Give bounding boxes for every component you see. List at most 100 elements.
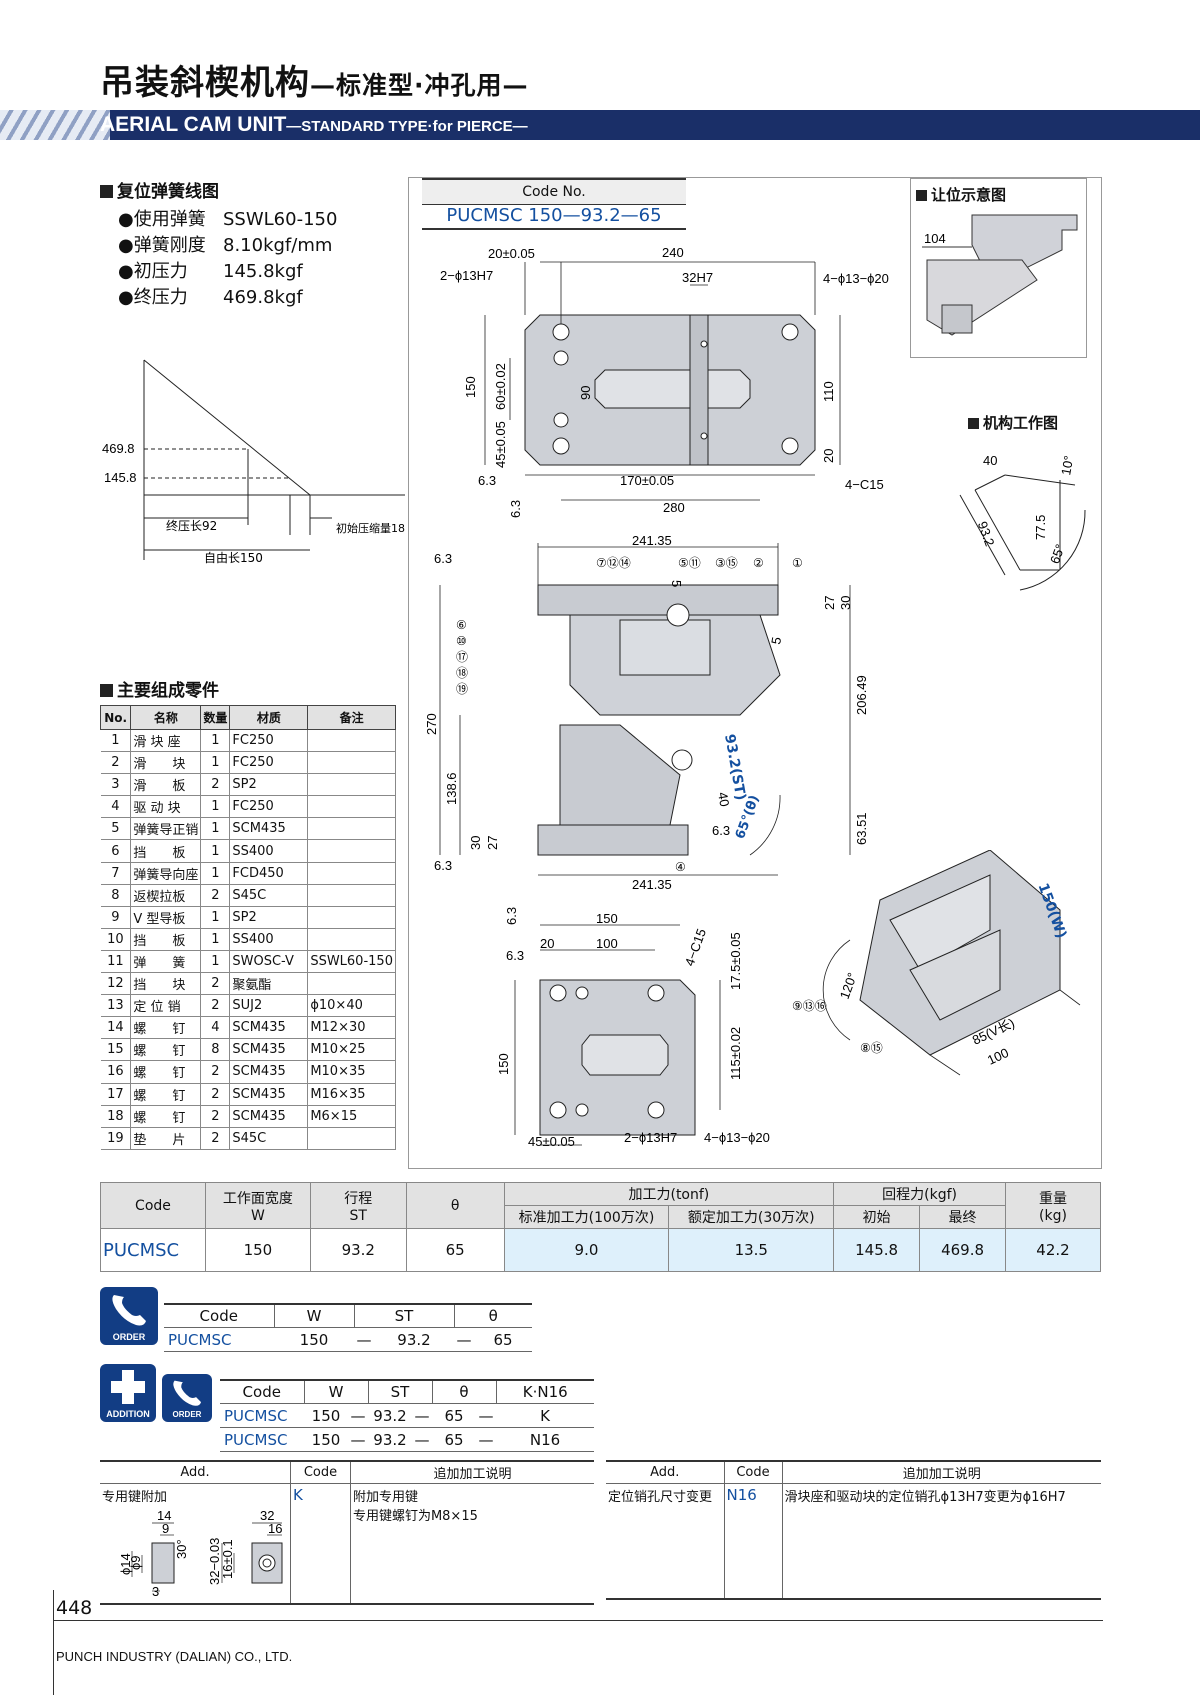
tv-dim-45: 45±0.05 <box>493 421 508 468</box>
svg-text:ϕ14: ϕ14 <box>118 1553 133 1575</box>
tv-dim-90: 90 <box>578 386 593 400</box>
part-name: 驱 动 块 <box>130 795 202 819</box>
part-material: SCM435 <box>229 1016 309 1040</box>
part-note: SSWL60-150 <box>307 949 396 974</box>
spec-h-return: 回程力(kgf) <box>833 1182 1006 1206</box>
code-no-value: PUCMSC 150—93.2—65 <box>422 204 686 230</box>
parts-h-no: No. <box>99 705 132 730</box>
iso-callout-8-15: ⑧⑮ <box>860 1041 883 1055</box>
part-no: 1 <box>100 728 132 753</box>
part-material: FC250 <box>229 728 309 753</box>
add-row2-st: 93.2 <box>368 1427 412 1452</box>
addl-name: 专用键附加 <box>102 1490 168 1505</box>
bv-rough-2: 6.3 <box>506 948 524 963</box>
part-no: 13 <box>100 994 132 1018</box>
part-qty: 1 <box>200 728 231 753</box>
add-row2-s2: — <box>412 1427 432 1452</box>
order-theta: 65 <box>474 1327 532 1352</box>
fv-dim-206: 206.49 <box>854 675 869 715</box>
part-name: 弹簧导正销 <box>130 817 202 841</box>
part-note <box>307 972 396 996</box>
part-no: 19 <box>100 1126 132 1150</box>
part-qty: 1 <box>200 795 231 819</box>
part-qty: 1 <box>200 817 231 841</box>
add-row2-n16: N16 <box>496 1427 594 1452</box>
page-title-en: AERIAL CAM UNIT—STANDARD TYPE·for PIERCE… <box>100 113 528 136</box>
part-note: M10×25 <box>307 1038 396 1062</box>
part-no: 17 <box>100 1082 132 1106</box>
svg-text:32: 32 <box>260 1508 274 1523</box>
clearance-box <box>910 178 1087 358</box>
part-qty: 1 <box>200 949 231 974</box>
spring-graph: 469.8 145.8 终压长92 初始压缩量18 自由长150 <box>102 359 405 565</box>
svg-text:ϕ9: ϕ9 <box>128 1555 143 1570</box>
add-row2-code: PUCMSC <box>220 1427 304 1452</box>
part-material: SP2 <box>229 905 309 929</box>
spec-weight: 42.2 <box>1005 1228 1101 1272</box>
code-no-box: Code No. PUCMSC 150—93.2—65 <box>422 178 686 232</box>
part-material: SWOSC-V <box>229 949 309 974</box>
part-name: 垫 片 <box>130 1126 202 1150</box>
part-no: 15 <box>100 1038 132 1062</box>
fv-dim-270: 270 <box>424 713 439 735</box>
tv-rough-1: 6.3 <box>478 473 496 488</box>
clearance-title: 让位示意图 <box>916 184 1006 205</box>
part-name: 弹 簧 <box>130 949 202 974</box>
fv-dim-138: 138.6 <box>444 772 459 805</box>
part-material: FC250 <box>229 751 309 775</box>
part-name: 挡 块 <box>130 972 202 996</box>
add-row1-s1: — <box>348 1403 368 1428</box>
addr-name: 定位销孔尺寸变更 <box>608 1490 713 1505</box>
part-name: V 型导板 <box>130 905 202 929</box>
bottom-view-drawing: 150 20 100 4−C15 17.5±0.05 150 115±0.02 … <box>496 907 770 1149</box>
spec-code: PUCMSC <box>100 1228 206 1272</box>
part-qty: 2 <box>200 1082 231 1106</box>
part-note <box>307 728 396 753</box>
part-qty: 2 <box>200 883 231 907</box>
addition-table: Code W ST θ K·N16 PUCMSC 150 — 93.2 — 65… <box>220 1379 594 1452</box>
order-sep1: — <box>354 1327 374 1352</box>
spec-force2: 13.5 <box>668 1228 835 1272</box>
part-note <box>307 927 396 951</box>
part-no: 8 <box>100 883 132 907</box>
title-banner <box>0 110 1200 140</box>
part-qty: 1 <box>200 905 231 929</box>
wd-dim-77: 77.5 <box>1033 515 1048 540</box>
spec-final: 469.8 <box>919 1228 1006 1272</box>
spec-force1: 9.0 <box>503 1228 670 1272</box>
part-material: S45C <box>229 883 309 907</box>
bv-dim-115: 115±0.02 <box>728 1027 743 1080</box>
spec-init: 145.8 <box>833 1228 921 1272</box>
page-title: 吊装斜楔机构—标准型·冲孔用— <box>100 63 529 103</box>
iso-view-drawing: 150(W) 120° 85(V长) 100 ⑨⑬⑯ ⑧⑮ <box>792 850 1081 1076</box>
fv-callout-18: ⑱ <box>456 666 468 680</box>
parts-h-qty: 数量 <box>200 705 231 730</box>
order-st: 93.2 <box>374 1327 454 1352</box>
order-h-theta: θ <box>453 1303 532 1328</box>
work-diagram-title: 机构工作图 <box>968 412 1058 433</box>
bv-dim-17: 17.5±0.05 <box>728 932 743 990</box>
spec-theta: 65 <box>405 1228 505 1272</box>
parts-section-title: 主要组成零件 <box>100 676 219 701</box>
footer-line <box>53 1620 1103 1621</box>
part-qty: 2 <box>200 972 231 996</box>
code-no-label: Code No. <box>422 178 686 205</box>
part-no: 12 <box>100 972 132 996</box>
spec-h-force1: 标准加工力(100万次) <box>503 1205 670 1229</box>
bv-dim-20: 20 <box>540 936 554 951</box>
add-row1-s3: — <box>476 1403 496 1428</box>
order-h-code: Code <box>164 1303 274 1328</box>
bv-dim-2phi13: 2−ϕ13H7 <box>624 1130 677 1145</box>
part-no: 3 <box>100 773 132 797</box>
